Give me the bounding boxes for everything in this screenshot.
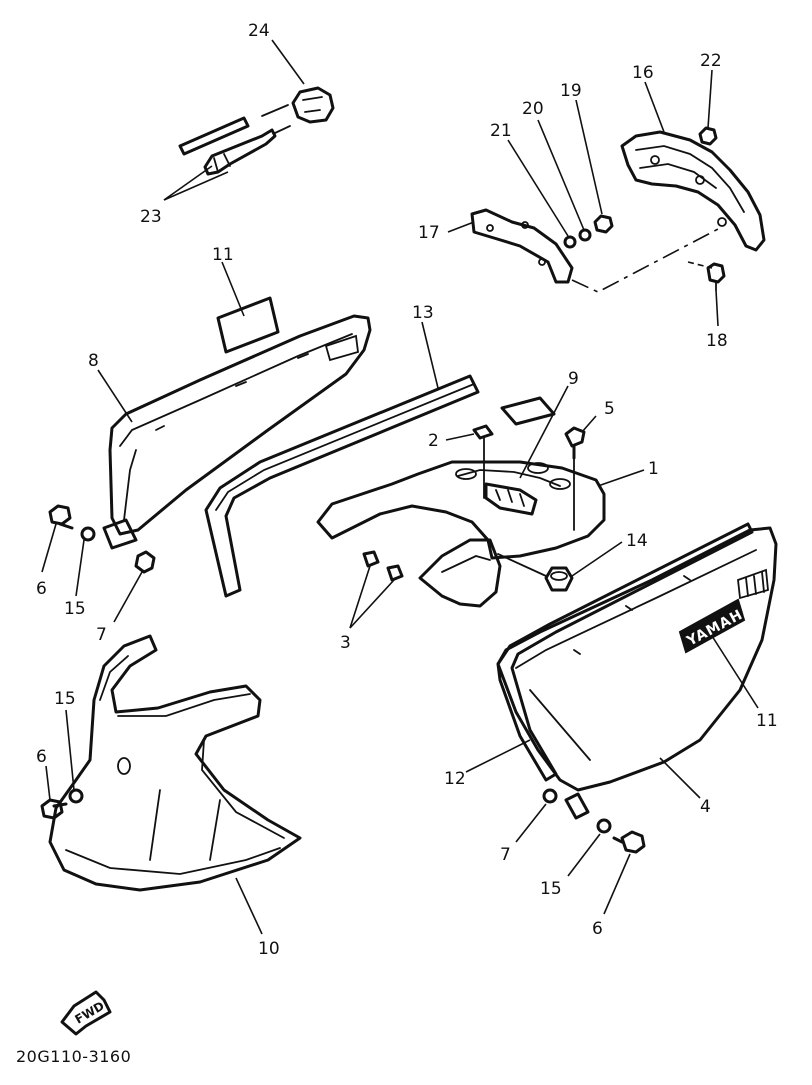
label-sticker-mid [500,396,556,426]
hardware-right-lower [542,788,646,854]
callout-7-lower: 7 [500,845,511,865]
leader-lines [41,39,759,935]
callout-11-right: 11 [756,711,778,731]
callout-9: 9 [568,369,579,389]
callout-16: 16 [632,63,654,83]
hardware-left-upper [48,504,156,574]
side-cover-right: YAMAHA [496,526,778,820]
clips [362,550,404,582]
callout-8: 8 [88,351,99,371]
callout-10: 10 [258,939,280,959]
fwd-arrow-icon: FWD [60,990,112,1036]
label-sticker-top [216,296,280,354]
callout-2: 2 [428,431,439,451]
small-label [472,424,494,499]
callout-4: 4 [700,797,711,817]
bolt [564,426,586,531]
callout-15-lower-left: 15 [54,689,76,709]
callout-1: 1 [648,459,659,479]
seal-strip-right [496,522,754,782]
callout-23: 23 [140,207,162,227]
callout-22: 22 [700,51,722,71]
tank-base [316,460,606,608]
callout-numbers: 24 23 16 22 20 19 21 17 18 11 8 13 9 5 2… [36,21,778,959]
callout-7-upper: 7 [96,625,107,645]
callout-15-upper: 15 [64,599,86,619]
callout-6-lower-right: 6 [592,919,603,939]
callout-3: 3 [340,633,351,653]
diagram-code: 20G110-3160 [16,1047,131,1066]
seal-strip [204,374,480,598]
callout-24: 24 [248,21,270,41]
callout-14: 14 [626,531,648,551]
mounting-plate [470,208,721,293]
lock-assembly [178,86,335,176]
callout-6-upper: 6 [36,579,47,599]
callout-21: 21 [490,121,512,141]
callout-13: 13 [412,303,434,323]
callout-18: 18 [706,331,728,351]
callout-11-top: 11 [212,245,234,265]
rear-bracket [620,130,766,252]
callout-19: 19 [560,81,582,101]
callout-15-lower-right: 15 [540,879,562,899]
callout-17: 17 [418,223,440,243]
grommet [497,553,574,592]
small-hardware-top [563,126,726,291]
callout-6-lower-left: 6 [36,747,47,767]
lower-cover-left [40,634,302,892]
side-cover-left [102,314,372,550]
callout-12: 12 [444,769,466,789]
callout-5: 5 [604,399,615,419]
callout-20: 20 [522,99,544,119]
